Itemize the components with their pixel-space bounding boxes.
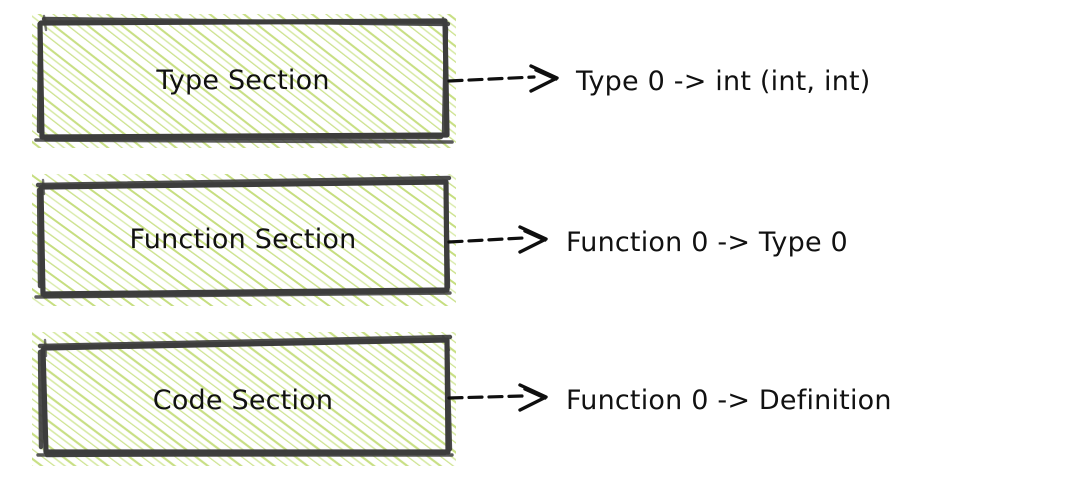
type-section-hatch-fill xyxy=(32,14,456,148)
row-code-section: Code Section Function 0 -> Definition xyxy=(32,332,892,466)
function-section-connector xyxy=(447,225,548,254)
row-type-section: Type Section Type 0 -> int (int, int) xyxy=(32,14,871,148)
code-section-annotation: Function 0 -> Definition xyxy=(566,385,892,416)
dashed-connector-line xyxy=(447,236,525,244)
type-section-connector xyxy=(447,64,559,93)
type-section-border xyxy=(34,14,454,144)
function-section-label: Function Section xyxy=(130,224,357,255)
type-section-box[interactable]: Type Section xyxy=(32,14,456,148)
type-section-label: Type Section xyxy=(155,65,329,96)
code-section-hatch-fill xyxy=(32,332,456,466)
code-section-connector xyxy=(447,383,548,412)
row-function-section: Function Section Function 0 -> Type 0 xyxy=(32,174,848,306)
code-section-box[interactable]: Code Section xyxy=(32,332,456,466)
open-arrow-head-icon xyxy=(518,383,548,412)
dashed-connector-line xyxy=(447,394,525,400)
open-arrow-head-icon xyxy=(518,225,548,254)
function-section-box[interactable]: Function Section xyxy=(32,174,456,306)
open-arrow-head-icon xyxy=(529,64,559,93)
dashed-connector-line xyxy=(447,75,536,83)
type-section-annotation: Type 0 -> int (int, int) xyxy=(575,66,871,97)
function-section-annotation: Function 0 -> Type 0 xyxy=(566,227,848,258)
function-section-border xyxy=(34,175,452,299)
function-section-hatch-fill xyxy=(32,174,456,306)
code-section-label: Code Section xyxy=(153,385,333,416)
